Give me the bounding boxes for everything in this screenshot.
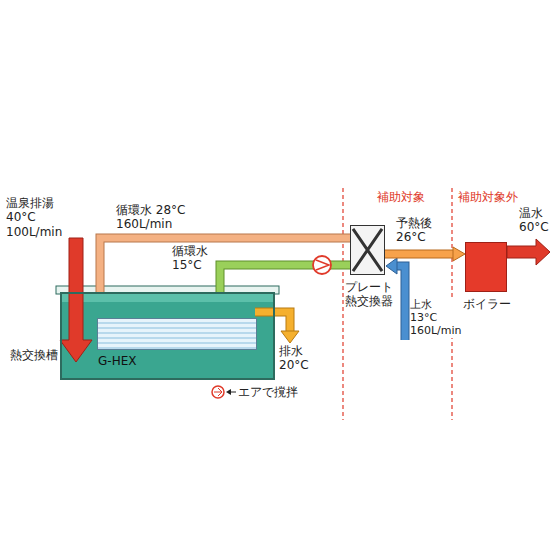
drain-arrowhead: [281, 331, 299, 343]
pipe-outline: [385, 250, 455, 259]
annotation-label: 補助対象: [377, 190, 437, 204]
tank-fill: [60, 292, 275, 380]
annotation-label: 上水 13°C 160L/min: [410, 298, 460, 338]
boiler: ボイラー: [465, 242, 507, 292]
node-label: ボイラー: [454, 297, 520, 311]
tap-water-outline: [396, 266, 405, 340]
annotation-label: 補助対象外: [458, 190, 530, 204]
drain-pipe: [255, 312, 290, 332]
pipe-outline: [100, 238, 350, 292]
pipe-body: [385, 251, 455, 258]
annotation-label: 温泉排湯 40°C 100L/min: [6, 196, 68, 239]
node-label: G-HEX: [98, 354, 178, 368]
drain-pipe-outline: [255, 312, 290, 332]
inflow-arrow: [60, 238, 92, 362]
pipe-connector: [100, 238, 350, 292]
pipe-label: 予熱後 26°C: [396, 216, 440, 245]
tap-water-pipe: [396, 266, 405, 340]
arrowhead: [453, 247, 465, 261]
boundary-line: [342, 188, 343, 420]
tap-water-arrowhead: [386, 258, 397, 274]
annotation-label: 温水 60°C: [519, 206, 557, 235]
annotation-label: エアで撹拌: [238, 385, 308, 399]
pipe-body: [100, 238, 350, 292]
leader-arrowhead: [226, 389, 231, 395]
exchanger-plates: [351, 226, 384, 274]
circulation-pump: [313, 256, 331, 274]
plate-heat-exchanger: プレート 熱交換器: [350, 225, 385, 275]
pipe-label: 循環水 15°C: [172, 244, 214, 273]
air-blower-symbol: [214, 388, 222, 396]
air-blower: [212, 386, 224, 398]
node-label: プレート 熱交換器: [341, 280, 397, 309]
g-hex-unit: G-HEX: [97, 318, 257, 350]
heat-exchange-tank: 熱交換槽G-HEX: [60, 292, 275, 380]
pipe-connector: [385, 247, 465, 261]
node-label: 熱交換槽: [8, 348, 58, 362]
annotation-label: 排水 20°C: [279, 344, 315, 373]
exchanger-cross: [353, 229, 382, 271]
hot-water-arrow: [507, 239, 550, 265]
pipe-label: 循環水 28°C 160L/min: [116, 203, 200, 232]
